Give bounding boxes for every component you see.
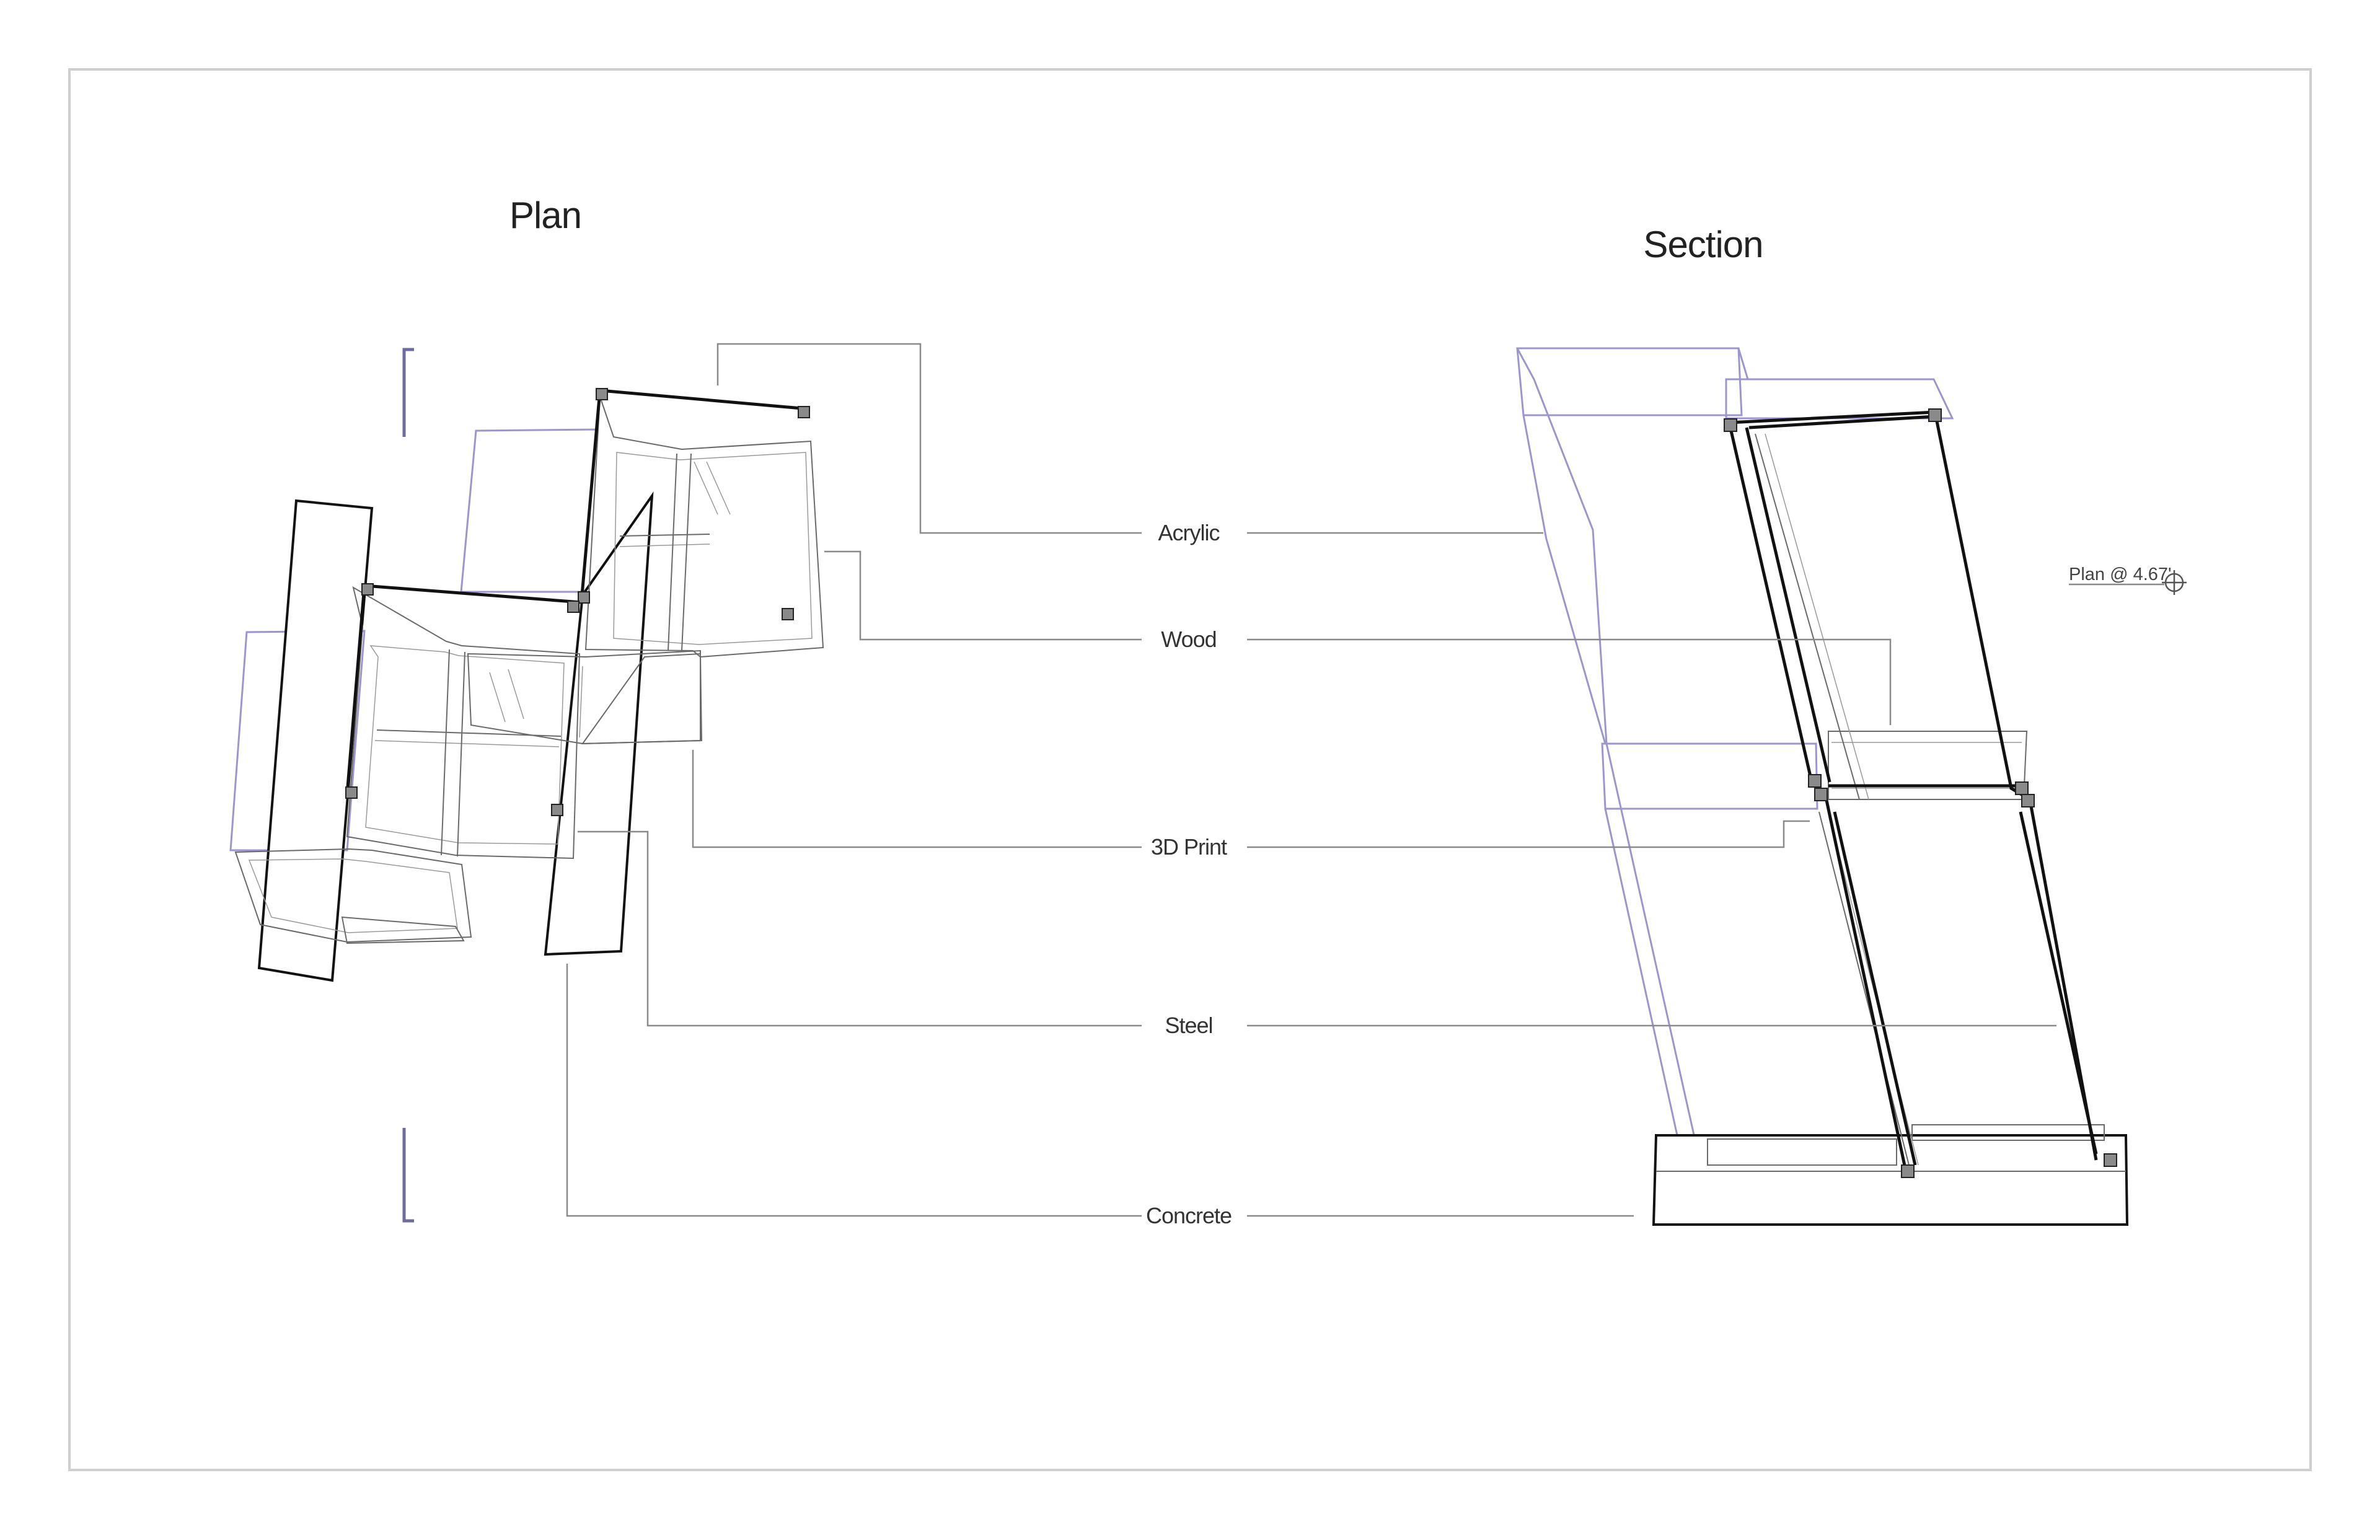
plan-3d-print-nodes: [345, 388, 810, 816]
legend-label-steel: Steel: [1165, 1013, 1212, 1038]
section-concrete-base: [1652, 1134, 2129, 1226]
material-legend: Acrylic Wood 3D Print Steel Concrete: [566, 343, 2056, 1228]
legend-concrete: Concrete: [566, 964, 1634, 1228]
section-cut-mark-bottom: [402, 1128, 414, 1223]
plan-concrete-strips: [257, 491, 654, 982]
legend-wood: Wood: [824, 550, 1892, 725]
section-title: Section: [1643, 224, 1763, 265]
plan-title: Plan: [509, 195, 581, 236]
section-steel-frame: [1727, 410, 2098, 1172]
legend-label-wood: Wood: [1161, 627, 1216, 652]
section-cut-mark-top: [402, 348, 414, 437]
section-wood-members: [1707, 433, 2105, 1166]
legend-steel: Steel: [578, 830, 2056, 1038]
crosshair-circle-icon: [2162, 570, 2187, 595]
legend-label-concrete: Concrete: [1146, 1203, 1232, 1228]
section-level-marker: Plan @ 4.67': [2069, 565, 2187, 595]
section-drawing: Plan @ 4.67': [1516, 347, 2187, 1226]
legend-label-3d-print: 3D Print: [1151, 834, 1227, 860]
section-3d-print-nodes: [1724, 408, 2117, 1178]
legend-3d-print: 3D Print: [692, 750, 1810, 860]
plan-wood-frames: [234, 396, 824, 944]
legend-acrylic: Acrylic: [716, 343, 1543, 545]
sheet-border: [68, 68, 2312, 1471]
plan-drawing: [229, 348, 824, 1223]
legend-label-acrylic: Acrylic: [1158, 520, 1220, 545]
section-level-label: Plan @ 4.67': [2069, 565, 2172, 584]
